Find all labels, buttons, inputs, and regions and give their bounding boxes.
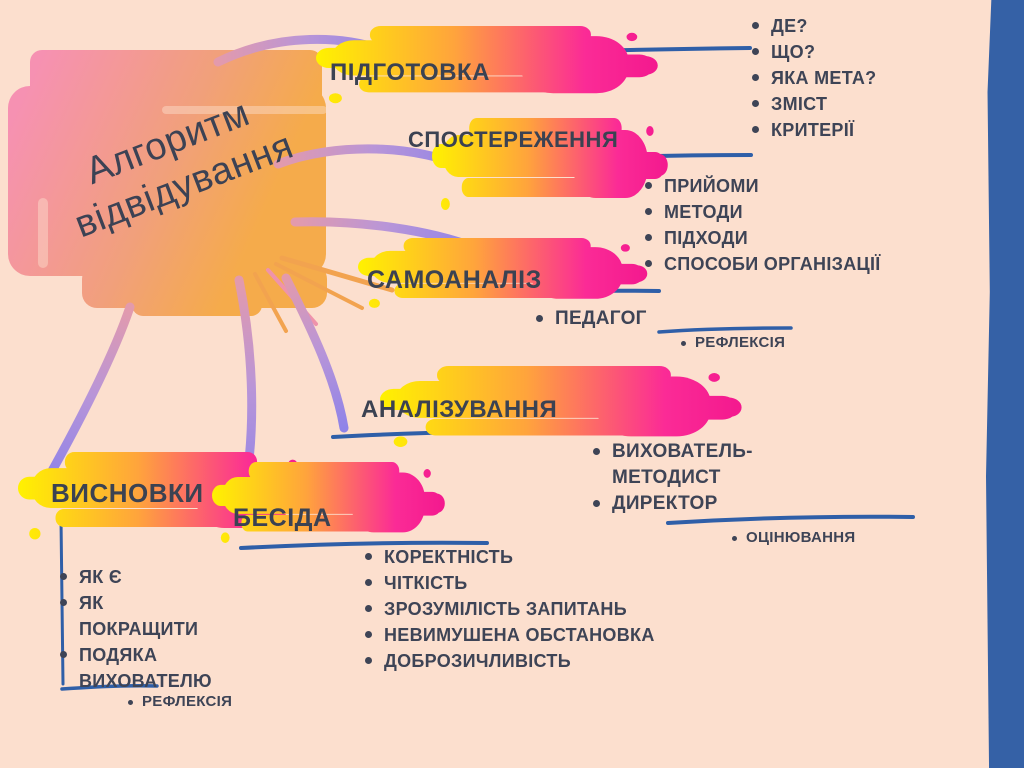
bullet-dot: [365, 553, 372, 560]
list-item: ЗРОЗУМІЛІСТЬ ЗАПИТАНЬ: [365, 596, 695, 622]
brush-analizuvannia: [380, 366, 742, 447]
brush-pidhotovka: [316, 26, 658, 104]
bullet-dot: [752, 74, 759, 81]
list-item-label: ОЦІНЮВАННЯ: [746, 529, 856, 546]
list-item-label: КОРЕКТНІСТЬ: [384, 547, 514, 567]
list-item-label: ДОБРОЗИЧЛИВІСТЬ: [384, 651, 571, 671]
list-item-label: ПЕДАГОГ: [555, 308, 647, 329]
list-item-label: ПОДЯКА ВИХОВАТЕЛЮ: [79, 645, 212, 691]
list-item-label: ВИХОВАТЕЛЬ-МЕТОДИСТ: [612, 441, 753, 488]
list-item: ЯК ПОКРАЩИТИ: [60, 590, 225, 642]
branch-label-besida: БЕСІДА: [233, 504, 332, 532]
list-item-label: ДИРЕКТОР: [612, 493, 718, 514]
pidhotovka-item-list: ДЕ? ЩО? ЯКА МЕТА? ЗМІСТ КРИТЕРІЇ: [752, 13, 982, 143]
list-item: КРИТЕРІЇ: [752, 117, 982, 143]
list-item-label: ЯК ПОКРАЩИТИ: [79, 593, 199, 639]
list-item-label: РЕФЛЕКСІЯ: [142, 693, 233, 710]
brush-sposterezhennia: [432, 118, 668, 210]
list-item-label: НЕВИМУШЕНА ОБСТАНОВКА: [384, 625, 655, 645]
list-item-label: СПОСОБИ ОРГАНІЗАЦІЇ: [664, 254, 881, 274]
list-item-label: РЕФЛЕКСІЯ: [695, 334, 786, 351]
list-item-label: ПІДХОДИ: [664, 228, 748, 248]
list-item: НЕВИМУШЕНА ОБСТАНОВКА: [365, 622, 695, 648]
bullet-dot: [365, 579, 372, 586]
bullet-dot: [732, 536, 737, 541]
analizuvannia-subitem-list: ОЦІНЮВАННЯ: [732, 528, 902, 548]
bullet-dot: [752, 48, 759, 55]
list-item: ЩО?: [752, 39, 982, 65]
brush-samoanaliz: [358, 238, 648, 308]
list-item: РЕФЛЕКСІЯ: [681, 333, 841, 353]
list-item-label: ЗМІСТ: [771, 94, 828, 114]
bullet-dot: [752, 100, 759, 107]
samoanaliz-subitem-list: РЕФЛЕКСІЯ: [681, 333, 841, 353]
bullet-dot: [536, 315, 543, 322]
list-item-label: ЗРОЗУМІЛІСТЬ ЗАПИТАНЬ: [384, 599, 627, 619]
sposterezhennia-item-list: ПРИЙОМИ МЕТОДИ ПІДХОДИ СПОСОБИ ОРГАНІЗАЦ…: [645, 173, 925, 277]
connector-vysnovky: [42, 302, 135, 485]
samoanaliz-item-list: ПЕДАГОГ: [536, 306, 756, 332]
central-blob: [8, 50, 327, 316]
bullet-dot: [128, 700, 133, 705]
list-item-label: ЯК Є: [79, 567, 122, 587]
list-item-label: ЯКА МЕТА?: [771, 68, 877, 88]
bullet-dot: [60, 651, 67, 658]
brush-besida: [212, 462, 445, 543]
bullet-dot: [593, 448, 600, 455]
list-item: ЗМІСТ: [752, 91, 982, 117]
list-item: КОРЕКТНІСТЬ: [365, 544, 695, 570]
list-item-label: ЧІТКІСТЬ: [384, 573, 468, 593]
underline-vysnovky: [60, 683, 159, 691]
branch-label-pidhotovka: ПІДГОТОВКА: [330, 59, 491, 86]
list-item-label: ПРИЙОМИ: [664, 176, 759, 196]
right-blue-stripe: [986, 0, 1024, 768]
list-item: ОЦІНЮВАННЯ: [732, 528, 902, 548]
branch-label-sposterezhennia: СПОСТЕРЕЖЕННЯ: [408, 127, 619, 152]
underline-besida: [239, 540, 489, 550]
bullet-dot: [365, 631, 372, 638]
list-item: ПОДЯКА ВИХОВАТЕЛЮ: [60, 642, 225, 694]
list-item: ВИХОВАТЕЛЬ-МЕТОДИСТ: [593, 439, 768, 491]
analizuvannia-item-list: ВИХОВАТЕЛЬ-МЕТОДИСТ ДИРЕКТОР: [593, 439, 768, 517]
bullet-dot: [752, 22, 759, 29]
list-item: ДИРЕКТОР: [593, 491, 768, 517]
bullet-dot: [645, 260, 652, 267]
list-item-label: ЩО?: [771, 42, 816, 62]
bullet-dot: [60, 573, 67, 580]
bullet-dot: [593, 500, 600, 507]
list-item: ДОБРОЗИЧЛИВІСТЬ: [365, 648, 695, 674]
list-item: ЯК Є: [60, 564, 225, 590]
bullet-dot: [60, 599, 67, 606]
list-item: ПРИЙОМИ: [645, 173, 925, 199]
list-item-label: ДЕ?: [771, 16, 808, 36]
list-item: ДЕ?: [752, 13, 982, 39]
connector-analizuvannia: [281, 273, 349, 433]
bullet-dot: [365, 605, 372, 612]
bullet-dot: [645, 234, 652, 241]
list-item: СПОСОБИ ОРГАНІЗАЦІЇ: [645, 251, 925, 277]
bullet-dot: [365, 657, 372, 664]
bullet-dot: [645, 182, 652, 189]
branch-label-analizuvannia: АНАЛІЗУВАННЯ: [361, 396, 558, 423]
besida-item-list: КОРЕКТНІСТЬ ЧІТКІСТЬ ЗРОЗУМІЛІСТЬ ЗАПИТА…: [365, 544, 695, 674]
list-item-label: КРИТЕРІЇ: [771, 120, 855, 140]
list-item: МЕТОДИ: [645, 199, 925, 225]
underline-pedagog: [657, 326, 793, 334]
list-item: ЯКА МЕТА?: [752, 65, 982, 91]
vysnovky-item-list: ЯК Є ЯК ПОКРАЩИТИ ПОДЯКА ВИХОВАТЕЛЮ: [60, 564, 225, 694]
vysnovky-subitem-list: РЕФЛЕКСІЯ: [128, 692, 278, 712]
list-item: РЕФЛЕКСІЯ: [128, 692, 278, 712]
list-item: ПІДХОДИ: [645, 225, 925, 251]
list-item-label: МЕТОДИ: [664, 202, 743, 222]
underline-dyrektor: [666, 514, 915, 525]
bullet-dot: [645, 208, 652, 215]
list-item: ПЕДАГОГ: [536, 306, 756, 332]
branch-label-vysnovky: ВИСНОВКИ: [51, 478, 204, 508]
branch-label-samoanaliz: САМОАНАЛІЗ: [367, 266, 542, 294]
bullet-dot: [681, 341, 686, 346]
bullet-dot: [752, 126, 759, 133]
list-item: ЧІТКІСТЬ: [365, 570, 695, 596]
